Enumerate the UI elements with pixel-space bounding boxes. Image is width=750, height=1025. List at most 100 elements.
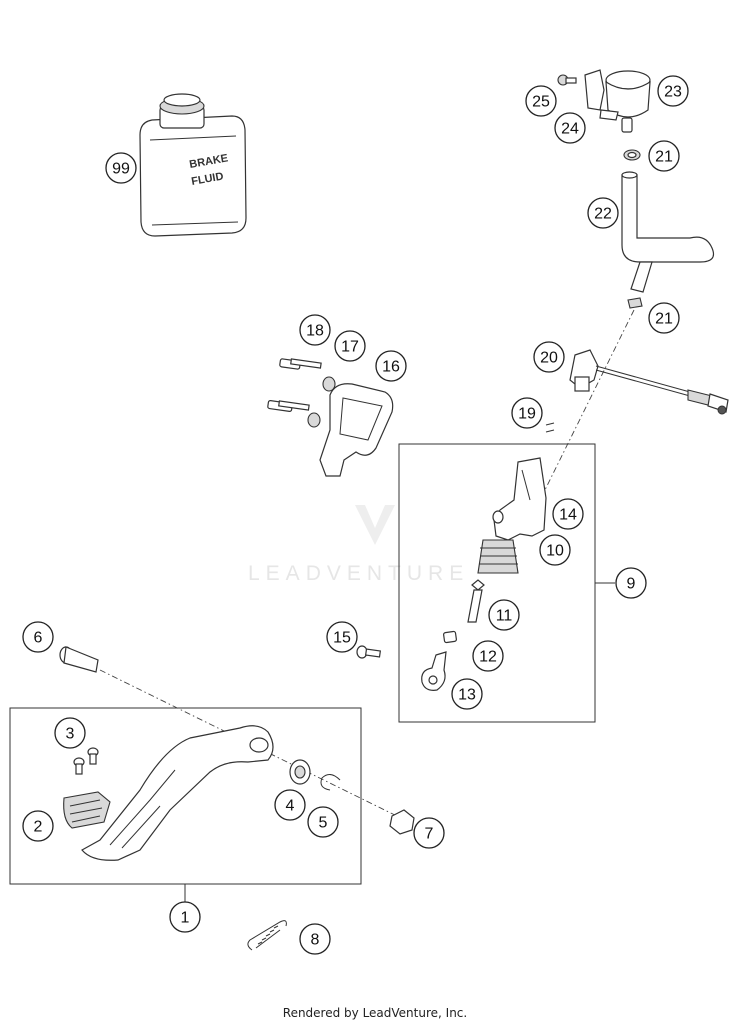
callout-number: 3 [66, 726, 75, 743]
callout-circle [299, 923, 331, 955]
callout-11: 11 [488, 599, 520, 631]
callout-6: 6 [22, 621, 54, 653]
pivot-bushing [289, 759, 311, 785]
brake-light-switch [569, 349, 729, 415]
callout-circle [326, 621, 358, 653]
callout-circle [533, 341, 565, 373]
callout-number: 4 [286, 798, 295, 815]
callout-circle [552, 498, 584, 530]
hose-clamp-upper [623, 149, 641, 161]
callout-16: 16 [375, 350, 407, 382]
callout-99: 99 [105, 152, 137, 184]
callout-circle [554, 112, 586, 144]
callout-circle [413, 817, 445, 849]
callout-10: 10 [539, 534, 571, 566]
callout-circle [22, 621, 54, 653]
callout-number: 2 [34, 819, 43, 836]
callout-20: 20 [533, 341, 565, 373]
callout-circle [488, 599, 520, 631]
callout-2: 2 [22, 810, 54, 842]
callout-15: 15 [326, 621, 358, 653]
callout-number: 7 [425, 826, 434, 843]
leader-line-hose [539, 309, 635, 501]
callout-13: 13 [451, 678, 483, 710]
pivot-bolt [59, 646, 99, 673]
callout-number: 18 [306, 323, 324, 340]
callout-circle [648, 302, 680, 334]
brake-hose [621, 171, 715, 293]
callout-number: 15 [333, 630, 351, 647]
callout-circle [648, 140, 680, 172]
callout-number: 21 [655, 149, 673, 166]
callout-5: 5 [307, 806, 339, 838]
callout-circle [657, 75, 689, 107]
callout-number: 9 [627, 576, 636, 593]
retaining-ring [320, 774, 341, 791]
callout-3: 3 [54, 717, 86, 749]
callout-circle [22, 810, 54, 842]
callout-4: 4 [274, 789, 306, 821]
callout-21: 21 [648, 302, 680, 334]
callout-9: 9 [615, 567, 647, 599]
callout-circle [539, 534, 571, 566]
callout-circle [307, 806, 339, 838]
brake-fluid-bottle: BRAKE FLUID [139, 93, 247, 237]
callout-number: 16 [382, 359, 400, 376]
callout-number: 11 [496, 608, 513, 625]
callout-number: 24 [561, 121, 579, 138]
pushrod-assembly [421, 579, 485, 691]
callout-21: 21 [648, 140, 680, 172]
callout-circle [334, 330, 366, 362]
callout-circle [451, 678, 483, 710]
callout-number: 1 [181, 910, 190, 927]
callout-24: 24 [554, 112, 586, 144]
callout-number: 5 [319, 815, 328, 832]
callout-circle [525, 85, 557, 117]
brake-pedal [81, 725, 274, 861]
pivot-nut [389, 809, 415, 835]
caliper-bracket [267, 358, 394, 477]
step-screws [73, 747, 99, 775]
callout-number: 8 [311, 932, 320, 949]
leader-pivot-axis [99, 669, 406, 821]
callout-circle [169, 901, 201, 933]
callout-number: 10 [546, 543, 564, 560]
watermark: LEADVENTURE [248, 505, 463, 585]
callout-12: 12 [472, 640, 504, 672]
o-rings [545, 422, 555, 433]
callout-circle [511, 397, 543, 429]
callout-number: 6 [34, 630, 43, 647]
callout-17: 17 [334, 330, 366, 362]
bottle-label-line2: FLUID [190, 171, 224, 188]
callout-number: 20 [540, 350, 558, 367]
callout-number: 17 [341, 339, 359, 356]
callout-circle [299, 314, 331, 346]
callout-number: 19 [518, 406, 536, 423]
return-spring [247, 920, 287, 951]
footer-credit: Rendered by LeadVenture, Inc. [282, 1006, 468, 1020]
reservoir-assembly [557, 69, 651, 133]
pedal-step [63, 791, 111, 829]
callout-number: 25 [532, 94, 550, 111]
callout-7: 7 [413, 817, 445, 849]
callout-number: 22 [594, 206, 612, 223]
callout-circle [105, 152, 137, 184]
master-cylinder [477, 457, 547, 574]
callout-circle [472, 640, 504, 672]
callout-number: 13 [458, 687, 476, 704]
callout-circle [54, 717, 86, 749]
callout-circle [615, 567, 647, 599]
callout-8: 8 [299, 923, 331, 955]
callout-number: 12 [479, 649, 497, 666]
callout-18: 18 [299, 314, 331, 346]
bolt-15 [356, 645, 382, 659]
hose-clamp-lower [627, 297, 643, 309]
callout-25: 25 [525, 85, 557, 117]
callout-22: 22 [587, 197, 619, 229]
callout-number: 23 [664, 84, 682, 101]
callout-circle [375, 350, 407, 382]
callout-circle [274, 789, 306, 821]
callout-19: 19 [511, 397, 543, 429]
callout-14: 14 [552, 498, 584, 530]
